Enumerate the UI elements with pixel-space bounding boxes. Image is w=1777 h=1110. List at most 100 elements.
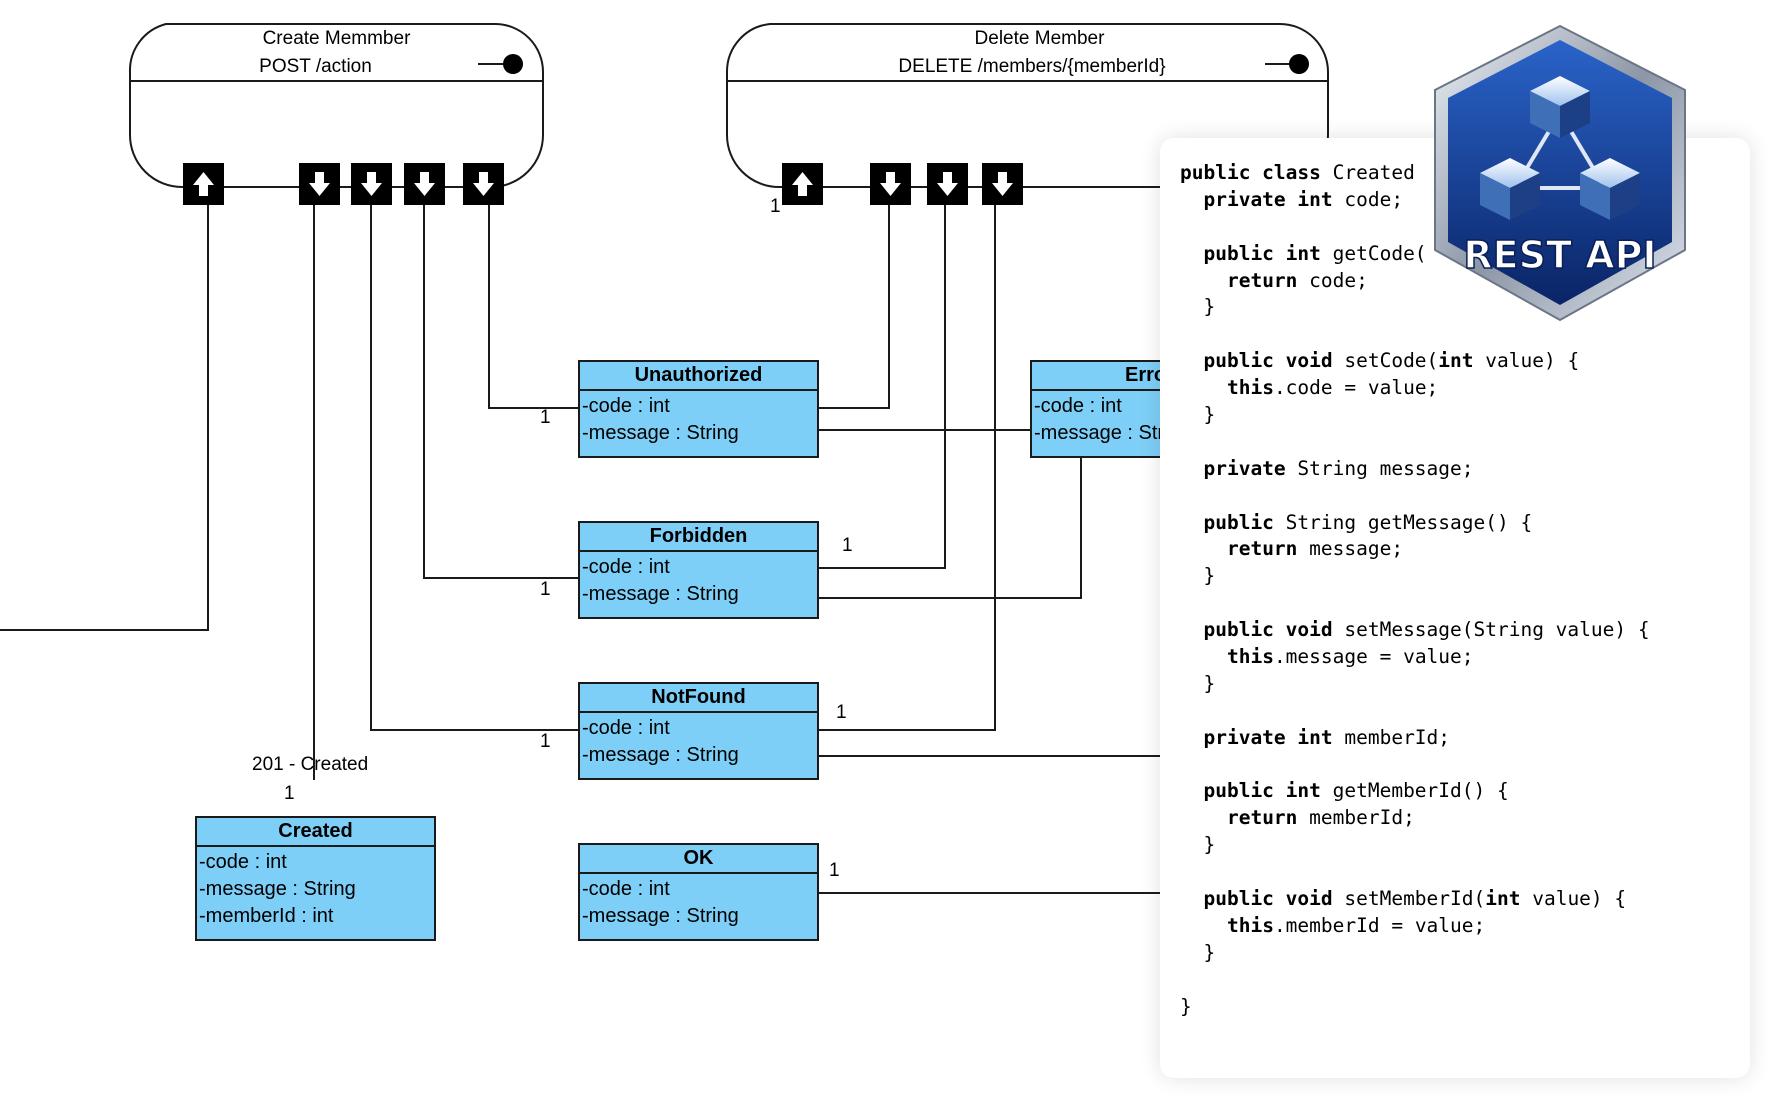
class-attribute: -code : int	[199, 851, 287, 873]
code-text: memberId;	[1297, 806, 1415, 830]
ports	[183, 163, 1023, 205]
code-text	[1180, 242, 1203, 265]
code-keyword: public class	[1180, 161, 1321, 184]
code-text	[1180, 511, 1203, 534]
response-port-icon	[404, 163, 445, 205]
response-port-icon	[351, 163, 392, 205]
code-text: }	[1180, 403, 1216, 427]
class-attribute: -message : String	[582, 744, 739, 766]
code-line	[1180, 752, 1650, 779]
code-keyword: private int	[1203, 187, 1333, 211]
code-text: }	[1180, 295, 1216, 319]
code-text	[1180, 269, 1227, 292]
resource-endpoint: POST /action	[259, 56, 372, 77]
code-keyword: public void	[1203, 618, 1333, 642]
endpoint-dot	[503, 54, 523, 74]
class-created[interactable]: Created -code : int -message : String -m…	[195, 816, 436, 941]
multiplicity-label: 1	[540, 407, 551, 428]
multiplicity-label: 1	[842, 535, 853, 556]
code-keyword: public int	[1203, 779, 1321, 803]
class-attribute: -message : Str	[1034, 422, 1165, 444]
code-text: setCode(	[1332, 349, 1439, 373]
class-name: Forbidden	[580, 523, 817, 552]
cube-icon	[1530, 76, 1590, 138]
class-unauthorized[interactable]: Unauthorized -code : int -message : Stri…	[578, 360, 819, 458]
code-text: .code = value;	[1273, 376, 1439, 400]
code-line: return code;	[1180, 268, 1650, 295]
code-text: setMessage(String value) {	[1332, 618, 1650, 642]
code-keyword: return	[1226, 537, 1298, 561]
class-attribute: -code : int	[1034, 395, 1122, 417]
cube-icon	[1480, 158, 1540, 220]
multiplicity-label: 1	[540, 579, 551, 600]
code-keyword: this	[1226, 913, 1274, 937]
class-attribute: -code : int	[582, 395, 670, 417]
resource-delete-member[interactable]: Delete Member DELETE /members/{memberId}	[727, 25, 1328, 81]
class-attribute: -message : String	[582, 905, 739, 927]
response-label-201: 201 - Created	[252, 754, 369, 775]
code-keyword: int	[1438, 349, 1474, 373]
class-name: Erro	[1032, 362, 1268, 391]
code-text	[1180, 537, 1227, 560]
code-line: }	[1180, 294, 1650, 321]
code-text	[1180, 726, 1203, 749]
code-line: return message;	[1180, 536, 1650, 563]
class-attribute: -code : int	[582, 878, 670, 900]
code-line	[1180, 698, 1650, 725]
class-forbidden[interactable]: Forbidden -code : int -message : String	[578, 521, 819, 619]
code-line: }	[1180, 402, 1650, 429]
code-line: }	[1180, 994, 1650, 1021]
request-port-icon	[782, 163, 823, 205]
code-line: public void setMessage(String value) {	[1180, 617, 1650, 644]
code-keyword: int	[1485, 887, 1521, 911]
code-keyword: public void	[1203, 349, 1333, 373]
code-text: }	[1180, 833, 1216, 857]
code-text: getCode(	[1320, 241, 1427, 265]
code-line	[1180, 429, 1650, 456]
code-keyword: private	[1203, 456, 1286, 480]
class-attribute: -memberId : int	[199, 905, 334, 927]
code-text	[1180, 618, 1203, 641]
code-keyword: private int	[1203, 725, 1333, 749]
code-text: }	[1180, 940, 1216, 964]
cube-icon	[1580, 158, 1640, 220]
class-attribute: -code : int	[582, 556, 670, 578]
rest-api-badge: REST API	[1434, 24, 1686, 322]
response-port-icon	[927, 163, 968, 205]
resource-create-member[interactable]: Create Memmber POST /action	[130, 25, 543, 81]
code-line	[1180, 483, 1650, 510]
code-text: setMemberId(	[1332, 887, 1486, 911]
badge-text: REST API	[1463, 233, 1656, 277]
request-port-icon	[183, 163, 224, 205]
code-text: memberId;	[1332, 725, 1451, 749]
code-text	[1180, 457, 1203, 480]
code-text	[1180, 376, 1227, 399]
class-attribute: -message : String	[199, 878, 356, 900]
multiplicity-label: 1	[540, 731, 551, 752]
code-line: }	[1180, 832, 1650, 859]
code-line: public String getMessage() {	[1180, 510, 1650, 537]
code-text	[1180, 349, 1203, 372]
code-keyword: this	[1226, 645, 1274, 669]
class-name: OK	[580, 845, 817, 874]
code-line: private int memberId;	[1180, 725, 1650, 752]
endpoint-dot	[1289, 54, 1309, 74]
code-text	[1180, 887, 1203, 910]
class-name: NotFound	[580, 684, 817, 713]
code-line: this.code = value;	[1180, 375, 1650, 402]
resource-endpoint: DELETE /members/{memberId}	[898, 56, 1166, 77]
multiplicity-label: 1	[770, 196, 781, 217]
code-line: public int getMemberId() {	[1180, 778, 1650, 805]
code-keyword: public void	[1203, 887, 1333, 911]
class-notfound[interactable]: NotFound -code : int -message : String	[578, 682, 819, 780]
code-text: Created	[1320, 161, 1415, 184]
code-text: }	[1180, 564, 1216, 588]
code-line: private int code;	[1180, 187, 1650, 214]
code-line: public int getCode(	[1180, 241, 1650, 268]
code-text	[1180, 806, 1227, 829]
class-ok[interactable]: OK -code : int -message : String	[578, 843, 819, 941]
class-attribute: -message : String	[582, 422, 739, 444]
response-port-icon	[982, 163, 1023, 205]
code-keyword: this	[1226, 376, 1274, 400]
code-text	[1180, 645, 1227, 668]
